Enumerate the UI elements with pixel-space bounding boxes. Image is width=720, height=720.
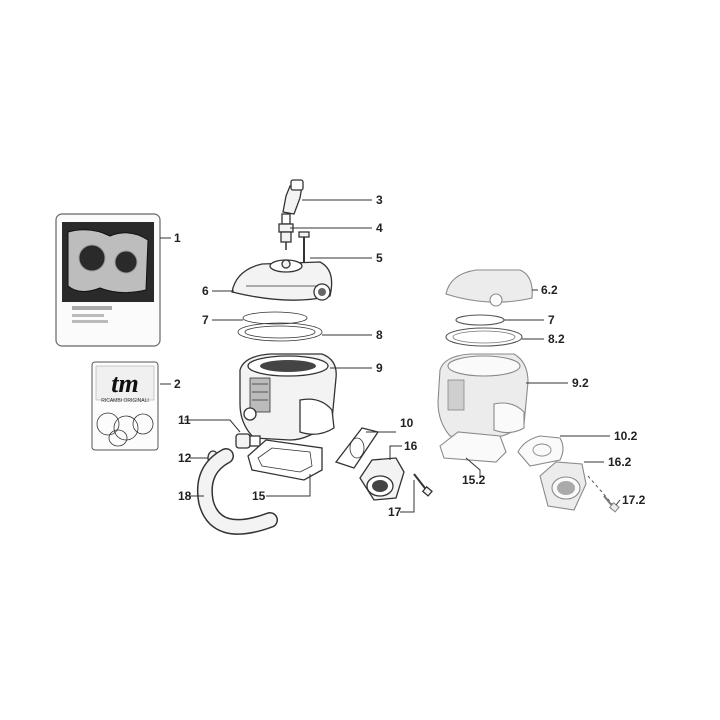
callout-4: 4 [376, 221, 383, 235]
callout-labels: 1 2 3 4 5 6 7 8 9 10 11 12 15 16 17 18 6… [174, 193, 646, 519]
brand-logo: tm [111, 369, 138, 398]
callout-5: 5 [376, 251, 383, 265]
cylinder-alt [437, 353, 529, 439]
callout-6-2: 6.2 [541, 283, 558, 297]
callout-17-2: 17.2 [622, 493, 646, 507]
callout-3: 3 [376, 193, 383, 207]
callout-17: 17 [388, 505, 402, 519]
callout-18: 18 [178, 489, 192, 503]
gasket-kit-bag [55, 213, 161, 347]
callout-7-alt: 7 [548, 313, 555, 327]
callout-12: 12 [178, 451, 192, 465]
intake-gasket-alt [517, 435, 564, 467]
head-gasket [237, 322, 323, 342]
callout-9: 9 [376, 361, 383, 375]
callout-15-2: 15.2 [462, 473, 486, 487]
base-gasket [247, 439, 323, 481]
spark-plug-cap [282, 179, 304, 215]
callout-11: 11 [178, 413, 191, 427]
oring-small [242, 311, 308, 325]
oring-package: tm RICAMBI ORIGINALI [91, 361, 159, 451]
leader-lines [160, 199, 621, 513]
intake-manifold-alt [539, 461, 587, 511]
brand-caption: RICAMBI ORIGINALI [101, 398, 149, 404]
callout-16: 16 [404, 439, 418, 453]
head-gasket-alt [445, 327, 523, 347]
intake-manifold [359, 457, 405, 501]
cylinder-head [231, 259, 333, 301]
cylinder-head-alt [445, 269, 533, 307]
callout-9-2: 9.2 [572, 376, 589, 390]
callout-8-2: 8.2 [548, 332, 565, 346]
oring-small-alt [455, 314, 505, 326]
callout-16-2: 16.2 [608, 455, 632, 469]
cylinder [239, 353, 337, 441]
callout-10-2: 10.2 [614, 429, 638, 443]
assembly-axis [587, 475, 615, 507]
callout-6: 6 [202, 284, 209, 298]
callout-7: 7 [202, 313, 209, 327]
base-gasket-alt [439, 431, 507, 463]
callout-8: 8 [376, 328, 383, 342]
hose-fitting [235, 433, 261, 449]
manifold-bolt [413, 473, 433, 497]
callout-1: 1 [174, 231, 181, 245]
spark-plug [278, 213, 294, 250]
callout-10: 10 [400, 416, 414, 430]
callout-2: 2 [174, 377, 181, 391]
head-bolt [298, 231, 310, 262]
callout-15: 15 [252, 489, 266, 503]
